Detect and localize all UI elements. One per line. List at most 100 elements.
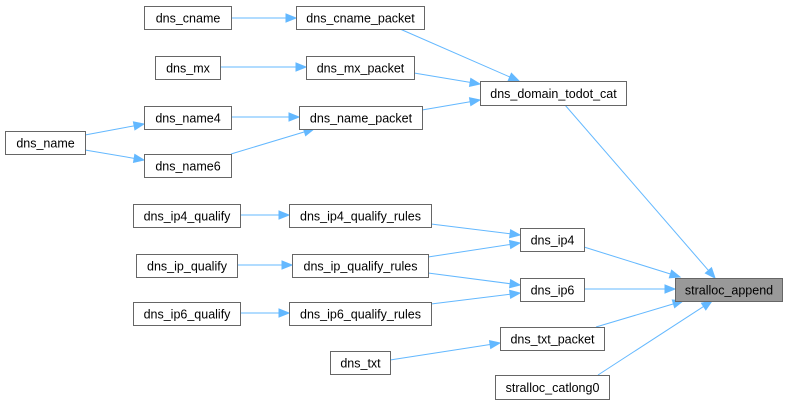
node-box[interactable]: [133, 204, 241, 228]
node-box[interactable]: [500, 327, 605, 351]
node-box[interactable]: [144, 106, 232, 130]
node-label: dns_ip6_qualify_rules: [300, 308, 421, 322]
node-label: dns_ip6_qualify: [144, 308, 232, 322]
node-label: dns_ip4: [531, 234, 575, 248]
node-dns_mx_packet[interactable]: dns_mx_packet: [306, 56, 415, 80]
node-box[interactable]: [289, 204, 432, 228]
node-dns_ip4_qualify_rules[interactable]: dns_ip4_qualify_rules: [289, 204, 432, 228]
node-dns_name_packet[interactable]: dns_name_packet: [299, 106, 423, 130]
node-box[interactable]: [136, 254, 238, 278]
node-box[interactable]: [5, 131, 86, 155]
arrowhead-icon: [295, 62, 308, 72]
node-box[interactable]: [520, 278, 585, 302]
arrowhead-icon: [132, 153, 146, 163]
edge-dns_ip4_qualify-to-dns_ip4_qualify_rules: [240, 210, 291, 220]
edge-line: [84, 149, 135, 159]
node-dns_mx[interactable]: dns_mx: [155, 56, 221, 80]
arrowhead-icon: [704, 266, 716, 280]
edge-dns_ip4-to-stralloc_append: [583, 246, 682, 279]
node-box[interactable]: [675, 278, 783, 302]
node-label: dns_ip_qualify: [147, 260, 228, 274]
node-dns_name6[interactable]: dns_name6: [144, 154, 232, 178]
node-dns_ip_qualify_rules[interactable]: dns_ip_qualify_rules: [292, 254, 429, 278]
node-box[interactable]: [306, 56, 415, 80]
node-label: dns_ip4_qualify_rules: [300, 210, 421, 224]
arrowhead-icon: [278, 210, 291, 220]
node-dns_domain_todot_cat[interactable]: dns_domain_todot_cat: [480, 81, 627, 106]
edge-line: [421, 101, 471, 111]
edge-line: [84, 125, 135, 136]
node-label: dns_mx_packet: [317, 62, 405, 76]
node-dns_ip4_qualify[interactable]: dns_ip4_qualify: [133, 204, 241, 228]
edge-dns_ip6_qualify-to-dns_ip6_qualify_rules: [240, 308, 291, 318]
edge-dns_txt-to-dns_txt_packet: [389, 339, 502, 361]
edge-line: [413, 72, 471, 83]
node-box[interactable]: [480, 81, 627, 106]
edge-line: [427, 244, 511, 258]
node-box[interactable]: [155, 56, 221, 80]
node-box[interactable]: [133, 302, 241, 326]
arrowhead-icon: [285, 13, 298, 23]
node-box[interactable]: [330, 351, 391, 375]
arrowhead-icon: [278, 308, 291, 318]
arrowhead-icon: [700, 300, 714, 311]
edge-dns_ip_qualify_rules-to-dns_ip4: [427, 239, 522, 258]
edge-dns_name-to-dns_name4: [84, 121, 146, 136]
node-label: dns_name_packet: [310, 112, 413, 126]
node-box[interactable]: [520, 228, 585, 252]
node-box[interactable]: [144, 154, 232, 178]
node-label: dns_name: [16, 137, 74, 151]
arrowhead-icon: [507, 72, 521, 82]
edge-dns_domain_todot_cat-to-stralloc_append: [564, 104, 716, 280]
arrowhead-icon: [508, 239, 522, 250]
node-label: dns_cname_packet: [306, 12, 415, 26]
node-box[interactable]: [292, 254, 429, 278]
edge-dns_name_packet-to-dns_domain_todot_cat: [421, 97, 482, 111]
node-box[interactable]: [495, 375, 610, 400]
node-dns_ip_qualify[interactable]: dns_ip_qualify: [136, 254, 238, 278]
arrowhead-icon: [132, 121, 146, 131]
node-box[interactable]: [296, 6, 425, 30]
node-box[interactable]: [144, 6, 232, 30]
node-dns_name4[interactable]: dns_name4: [144, 106, 232, 130]
node-label: dns_name4: [155, 112, 220, 126]
arrowhead-icon: [288, 112, 301, 122]
node-dns_ip6[interactable]: dns_ip6: [520, 278, 585, 302]
node-stralloc_catlong0[interactable]: stralloc_catlong0: [495, 375, 610, 400]
node-dns_name[interactable]: dns_name: [5, 131, 86, 155]
node-dns_cname_packet[interactable]: dns_cname_packet: [296, 6, 425, 30]
node-label: dns_ip4_qualify: [144, 210, 232, 224]
arrowhead-icon: [664, 284, 677, 294]
node-dns_txt_packet[interactable]: dns_txt_packet: [500, 327, 605, 351]
graph-edges: [84, 13, 716, 376]
arrowhead-icon: [468, 97, 482, 107]
node-stralloc_append[interactable]: stralloc_append: [675, 278, 783, 302]
edge-dns_ip4_qualify_rules-to-dns_ip4: [430, 223, 522, 239]
edge-dns_txt_packet-to-stralloc_append: [595, 299, 685, 328]
edge-dns_name4-to-dns_name_packet: [231, 112, 301, 122]
arrowhead-icon: [668, 269, 682, 279]
node-dns_ip4[interactable]: dns_ip4: [520, 228, 585, 252]
arrowhead-icon: [509, 229, 522, 239]
node-box[interactable]: [289, 302, 432, 326]
edge-line: [230, 131, 305, 155]
node-box[interactable]: [299, 106, 423, 130]
arrowhead-icon: [488, 339, 502, 350]
node-dns_cname[interactable]: dns_cname: [144, 6, 232, 30]
node-label: dns_domain_todot_cat: [490, 87, 617, 101]
node-label: dns_name6: [155, 160, 220, 174]
node-dns_ip6_qualify_rules[interactable]: dns_ip6_qualify_rules: [289, 302, 432, 326]
edge-dns_ip6_qualify_rules-to-dns_ip6: [430, 289, 522, 305]
node-label: stralloc_append: [685, 284, 773, 298]
node-label: dns_cname: [156, 12, 221, 26]
arrowhead-icon: [281, 260, 294, 270]
edge-line: [427, 272, 511, 285]
edge-line: [430, 293, 511, 305]
node-dns_ip6_qualify[interactable]: dns_ip6_qualify: [133, 302, 241, 326]
node-dns_txt[interactable]: dns_txt: [330, 351, 391, 375]
node-label: stralloc_catlong0: [506, 381, 600, 395]
edge-stralloc_catlong0-to-stralloc_append: [597, 300, 714, 376]
node-label: dns_ip_qualify_rules: [304, 260, 418, 274]
edge-dns_ip6-to-stralloc_append: [584, 284, 677, 294]
